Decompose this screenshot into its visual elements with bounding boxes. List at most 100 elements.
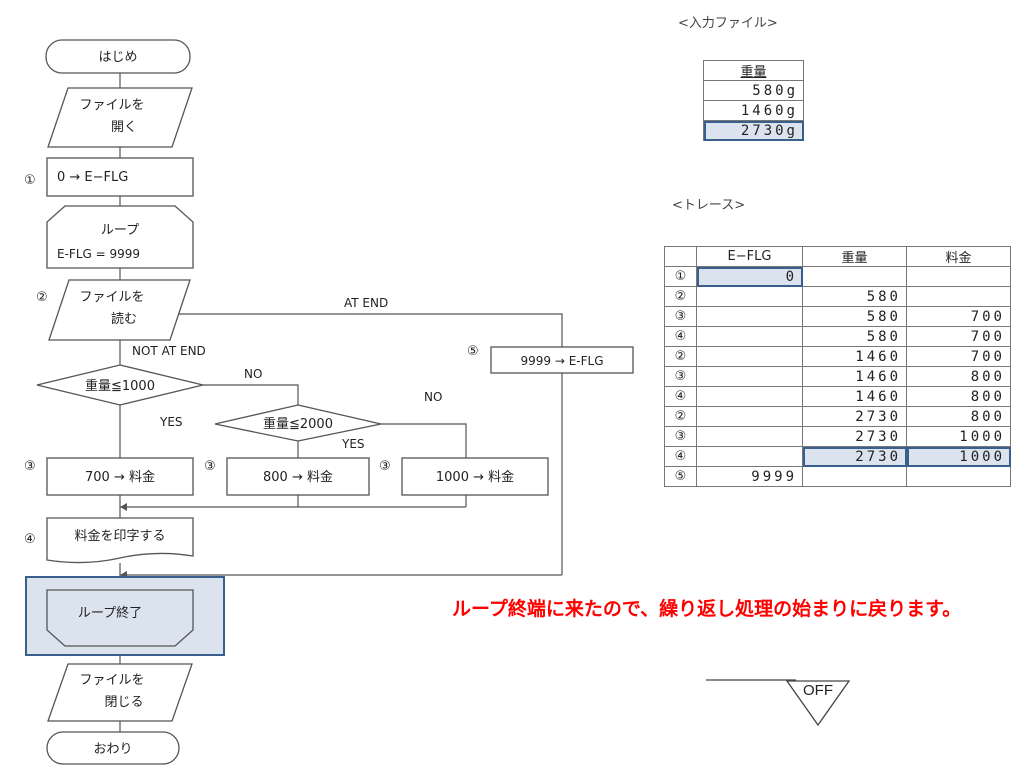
- trace-cell: [696, 426, 803, 447]
- trace-cell: 700: [906, 346, 1011, 367]
- decision-2-no: NO: [424, 390, 442, 404]
- marker-2: ②: [36, 290, 48, 305]
- trace-cell: 1460: [802, 366, 907, 387]
- off-button-label: OFF: [803, 682, 833, 699]
- loop-end-message: ループ終端に来たので、繰り返し処理の始まりに戻ります。: [452, 598, 962, 620]
- loop-end-label: ループ終了: [78, 605, 142, 621]
- close-file-line2: 閉じる: [104, 695, 143, 710]
- trace-header-cell: 重量: [802, 246, 907, 267]
- end-terminal: [46, 731, 180, 765]
- trace-cell: [696, 386, 803, 407]
- decision-1-yes: YES: [159, 415, 183, 429]
- trace-cell: 1460: [802, 386, 907, 407]
- loop-start-shape: [46, 205, 194, 269]
- decision-1-no: NO: [244, 367, 262, 381]
- input-file-header: 重量: [703, 60, 804, 81]
- trace-cell: 800: [906, 386, 1011, 407]
- trace-cell: 580: [802, 326, 907, 347]
- trace-cell: [696, 406, 803, 427]
- loop-start-line1: ループ: [101, 223, 139, 238]
- trace-cell: [906, 266, 1011, 287]
- print-document-shape: [46, 517, 194, 564]
- trace-cell: [696, 346, 803, 367]
- trace-cell: 1000: [906, 426, 1011, 447]
- trace-step-marker: ③: [664, 306, 697, 327]
- flowchart: はじめ ファイルを 開く ① 0 → E−FLG ループ E-FLG = 999…: [24, 39, 634, 765]
- trace-cell: [696, 366, 803, 387]
- trace-step-marker: ②: [664, 406, 697, 427]
- off-triangle-icon: [786, 680, 850, 726]
- read-file-shape: [48, 279, 191, 341]
- trace-cell: 2730: [802, 446, 907, 467]
- trace-header-cell: [664, 246, 697, 267]
- trace-cell: [802, 466, 907, 487]
- marker-3c: ③: [379, 459, 391, 474]
- marker-5: ⑤: [467, 344, 479, 359]
- decision-2-yes: YES: [341, 437, 365, 451]
- off-divider-line: [706, 679, 796, 681]
- trace-cell: 2730: [802, 426, 907, 447]
- read-file-line2: 読む: [111, 311, 137, 327]
- input-file-row: 1460g: [703, 100, 804, 121]
- set-flag-label: 9999 → E-FLG: [520, 354, 603, 368]
- trace-step-marker: ④: [664, 326, 697, 347]
- trace-step-marker: ④: [664, 386, 697, 407]
- not-at-end-label: NOT AT END: [132, 344, 206, 358]
- trace-cell: 2730: [802, 406, 907, 427]
- input-file-row: 580g: [703, 80, 804, 101]
- decision-1-shape: [36, 364, 204, 406]
- trace-header-cell: 料金: [906, 246, 1011, 267]
- decision-1-label: 重量≦1000: [85, 378, 155, 394]
- trace-cell: 700: [906, 306, 1011, 327]
- start-label: はじめ: [98, 50, 137, 65]
- off-button[interactable]: OFF: [786, 680, 850, 726]
- trace-cell: 1000: [906, 446, 1011, 467]
- set-flag-box: [490, 346, 634, 374]
- trace-cell: 800: [906, 406, 1011, 427]
- open-file-line1: ファイルを: [79, 98, 144, 113]
- marker-4: ④: [24, 532, 36, 547]
- loop-start-line2: E-FLG = 9999: [57, 247, 140, 261]
- input-file-label: <入力ファイル>: [678, 16, 778, 31]
- open-file-line2: 開く: [111, 120, 137, 135]
- trace-cell: 580: [802, 286, 907, 307]
- trace-step-marker: ②: [664, 346, 697, 367]
- trace-cell: 700: [906, 326, 1011, 347]
- trace-cell: [906, 466, 1011, 487]
- init-flag-label: 0 → E−FLG: [57, 170, 128, 185]
- trace-cell: [696, 286, 803, 307]
- fee-700-label: 700 → 料金: [85, 469, 155, 485]
- loop-end-shape: [46, 589, 194, 647]
- fee-1000-label: 1000 → 料金: [436, 469, 514, 485]
- open-file-shape: [47, 87, 193, 148]
- input-file-row: 2730g: [703, 120, 804, 141]
- trace-label: <トレース>: [672, 198, 746, 213]
- fee-800-box: [226, 457, 370, 496]
- decision-2-shape: [214, 404, 382, 442]
- trace-step-marker: ④: [664, 446, 697, 467]
- trace-step-marker: ⑤: [664, 466, 697, 487]
- trace-cell: 580: [802, 306, 907, 327]
- trace-cell: [696, 306, 803, 327]
- trace-step-marker: ①: [664, 266, 697, 287]
- print-label: 料金を印字する: [74, 528, 165, 544]
- init-flag-box: [46, 157, 194, 197]
- trace-cell: 800: [906, 366, 1011, 387]
- trace-cell: 1460: [802, 346, 907, 367]
- marker-3b: ③: [204, 459, 216, 474]
- trace-step-marker: ③: [664, 366, 697, 387]
- trace-step-marker: ②: [664, 286, 697, 307]
- trace-step-marker: ③: [664, 426, 697, 447]
- trace-row: ② 580: [664, 286, 1011, 307]
- end-label: おわり: [93, 742, 132, 757]
